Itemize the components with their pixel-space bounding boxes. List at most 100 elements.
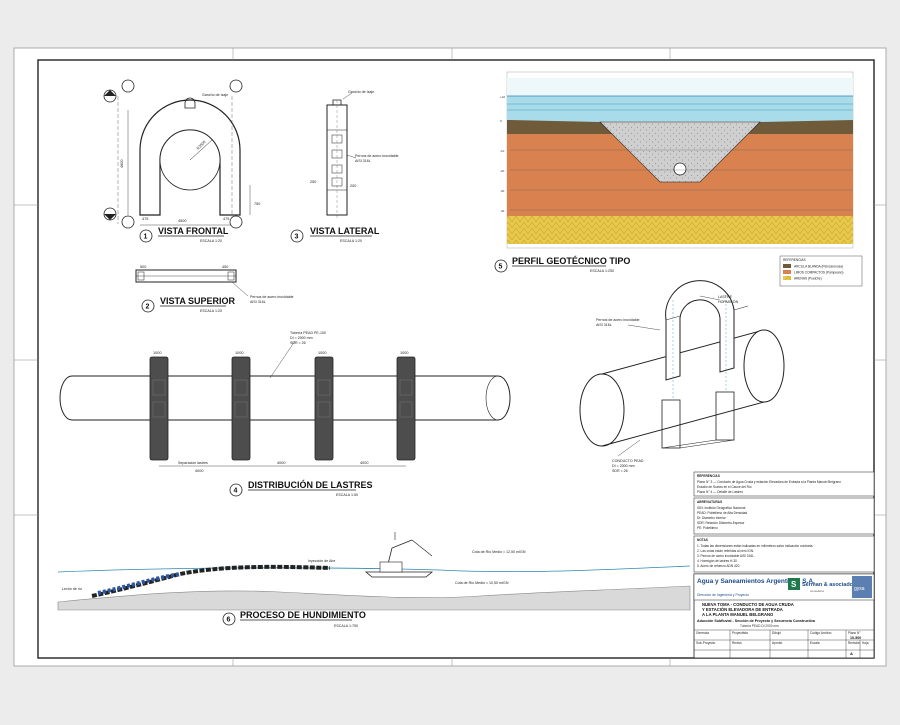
legend-title: REFERENCIAS xyxy=(783,258,806,262)
serman-logo xyxy=(788,578,800,590)
label-pipe-3: SDR = 26 xyxy=(612,469,628,473)
field-label: Revisó xyxy=(732,641,742,645)
view-number: 3 xyxy=(295,234,299,241)
field-label: Hoja xyxy=(862,641,869,645)
abr-line: DI: Diámetro Interior xyxy=(697,516,727,520)
dim-total: 4500 xyxy=(178,219,186,223)
view-title: VISTA SUPERIOR xyxy=(160,296,236,306)
label-separation: Separación lastres xyxy=(178,461,208,465)
abr-line: SDR: Relación Diámetro-Espesor xyxy=(697,521,745,525)
dim-width: 1000 xyxy=(153,351,161,355)
label-lastre-2: HORMIGÓN xyxy=(718,299,739,304)
title-block: Agua y Saneamientos Argentinos S.A. Dire… xyxy=(693,573,875,659)
notas-line: 5. Acero de refuerzo ADN 420. xyxy=(697,564,740,568)
label-bottom: Lecho de río xyxy=(62,587,82,591)
plan-number: 10-500 xyxy=(850,636,861,640)
label-steel-2: AISI 316L xyxy=(250,300,266,304)
project-line: Y ESTACIÓN ELEVADORA DE ENTRADA xyxy=(702,607,783,612)
notas-line: 2. Las cotas están referidas al cero IGN… xyxy=(697,549,754,553)
legend-item: ARENAS (Puelche) xyxy=(794,277,822,281)
partner-name: Serman & asociados s.a. xyxy=(802,582,867,588)
svg-text:-20: -20 xyxy=(500,169,505,173)
field-label: Sub-Proyecto xyxy=(696,641,716,645)
view-title: VISTA LATERAL xyxy=(310,226,380,236)
revision: A xyxy=(850,651,853,656)
view-number: 2 xyxy=(146,304,150,311)
view-scale: ESCALA 1:20 xyxy=(200,239,222,243)
project-line: NUEVA TOMA - CONDUCTO DE AGUA CRUDA xyxy=(702,602,794,607)
dim-side-2: 475 xyxy=(223,217,229,221)
label-bolts-2: AISI 316L xyxy=(596,323,612,327)
view-scale: ESCALA 1:250 xyxy=(590,269,614,273)
label-lastre: LASTRE xyxy=(718,295,733,299)
svg-text:-10: -10 xyxy=(500,149,505,153)
view-scale: ESCALA 1:50 xyxy=(336,493,358,497)
svg-text:+10: +10 xyxy=(500,95,505,99)
ref-line: Plano N° 3 — Conducto de Agua Cruda y es… xyxy=(697,480,841,484)
view-title: PERFIL GEOTÉCNICO TIPO xyxy=(512,256,630,266)
dim-b: 450 xyxy=(222,265,228,269)
dim-height: 4600 xyxy=(120,160,124,168)
view-scale: ESCALA 1:20 xyxy=(200,309,222,313)
ballast-blocks xyxy=(149,356,416,461)
field-label: Dibujó xyxy=(772,631,781,635)
label-air-injection: Inyección de Aire xyxy=(308,559,335,563)
dim-width: 1000 xyxy=(400,351,408,355)
view-isometric: LASTRE HORMIGÓN Pernos de acero inoxidab… xyxy=(579,280,785,473)
abr-line: PE: Polietileno xyxy=(697,526,718,530)
label-pipe: CONDUCTO PEAD xyxy=(612,459,644,463)
gysa-text: gysa xyxy=(854,586,865,592)
svg-text:-30: -30 xyxy=(500,189,505,193)
label-pipe-3: SDR = 26 xyxy=(290,341,306,345)
dim-side: 475 xyxy=(142,217,148,221)
view-number: 4 xyxy=(234,488,238,495)
field-label: Escala xyxy=(810,641,820,645)
project-line: A LA PLANTA MANUEL BELGRANO xyxy=(702,612,774,617)
abr-title: ABREVIATURAS xyxy=(697,500,722,504)
dim-a: 250 xyxy=(310,180,316,184)
field-label: Revisión xyxy=(848,641,860,645)
dim-sep: 4000 xyxy=(360,461,368,465)
legend-item: ARCILLA BLANDA (Pelocarenosa) xyxy=(794,265,843,269)
view-title: DISTRIBUCIÓN DE LASTRES xyxy=(248,479,373,490)
abr-line: PEAD: Polietileno de Alta Densidad xyxy=(697,511,747,515)
label-river-bed: Cota de Río Medio = 10,50 mIGN xyxy=(455,581,509,585)
view-number: 5 xyxy=(499,264,503,271)
view-number: 6 xyxy=(227,617,231,624)
dim-right: 750 xyxy=(254,202,260,206)
view-superior: Pernos de acero inoxidable AISI 316L 500… xyxy=(135,265,294,313)
svg-text:0: 0 xyxy=(500,119,502,123)
notas-title: NOTAS xyxy=(697,538,708,542)
view-lateral: Gancho de Izaje Pernos de acero inoxidab… xyxy=(290,90,399,243)
label-bolts: Pernos de acero inoxidable xyxy=(596,318,640,322)
label-pipe: Tubería PEAD PE-100 xyxy=(290,331,326,335)
field-label: Aprobó xyxy=(772,641,783,645)
label-pipe-2: DI = 2000 mm xyxy=(612,464,635,468)
dim-b: 200 xyxy=(350,184,356,188)
view-scale: ESCALA 1:20 xyxy=(340,239,362,243)
view-title: PROCESO DE HUNDIMIENTO xyxy=(240,610,366,620)
view-sinking-process: Inyección de Aire Cota de Río Medio = 12… xyxy=(57,532,691,628)
project-subtitle-2: Tubería PEAD DI 2000 mm xyxy=(740,624,779,628)
ref-title: REFERENCIAS xyxy=(697,474,720,478)
view-title: VISTA FRONTAL xyxy=(158,226,229,236)
ref-line: Plano N° 4 — Detalle de Lastres xyxy=(697,490,743,494)
field-label: Gerencia xyxy=(696,631,709,635)
dim-sep: 4000 xyxy=(277,461,285,465)
notas-line: 1. Todas las dimensiones están indicadas… xyxy=(697,544,813,548)
notas-line: 4. Hormigón de lastres H-30. xyxy=(697,559,738,563)
view-geotechnical-profile: +10 0 -10 -20 -30 -40 REFERENCIAS ARCILLA BL… xyxy=(494,71,863,287)
label-steel: Pernos de acero inoxidable xyxy=(250,295,294,299)
view-frontal: Gancho de Izaje 4500 475 475 750 4600 R2… xyxy=(103,79,260,243)
abr-line: IGN: Instituto Geográfico Nacional xyxy=(697,506,746,510)
company-direction: Dirección de Ingeniería y Proyecto xyxy=(697,593,749,597)
label-hook: Gancho de Izaje xyxy=(348,90,374,94)
dim-width: 1000 xyxy=(235,351,243,355)
svg-text:S: S xyxy=(791,580,797,589)
label-river-level: Cota de Río Medio = 12,50 mIGN xyxy=(472,550,526,554)
svg-text:-40: -40 xyxy=(500,209,505,213)
dim-radius: R2500 xyxy=(196,140,207,151)
notes-panel: REFERENCIAS Plano N° 3 — Conducto de Agu… xyxy=(693,471,875,573)
